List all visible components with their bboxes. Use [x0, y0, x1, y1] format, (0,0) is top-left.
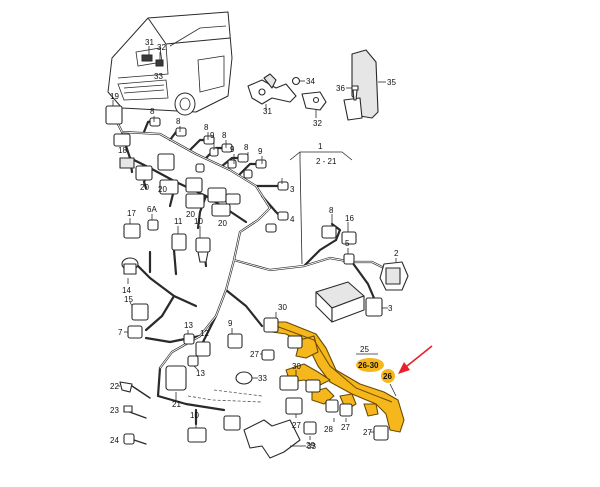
dashed-references	[187, 389, 263, 403]
callout-25: 25	[360, 345, 369, 354]
callout-upper-j: 4	[290, 215, 295, 224]
callout-26-30: 26-30	[358, 361, 379, 370]
callout-20c: 20	[186, 210, 195, 219]
ecu-module	[315, 281, 365, 323]
connector-17	[123, 218, 141, 239]
callout-20a: 20	[140, 183, 149, 192]
callout-31: 31	[263, 107, 272, 116]
callout-32: 32	[313, 119, 322, 128]
callout-15: 15	[124, 295, 133, 304]
callout-30b: 30	[292, 362, 301, 371]
connector-12	[195, 338, 211, 357]
callout-18: 18	[118, 146, 127, 155]
callout-upper-h: 9	[258, 147, 263, 156]
callout-32-van: 32	[157, 43, 166, 52]
van-illustration	[107, 11, 233, 116]
callout-3: 3	[388, 304, 393, 313]
clip-5	[343, 248, 355, 265]
relay-15	[129, 301, 149, 321]
callout-16: 16	[345, 214, 354, 223]
callout-27d: 27	[363, 428, 372, 437]
callout-34: 34	[306, 77, 315, 86]
callout-33c: 33	[307, 442, 316, 451]
callout-upper-i: 3	[290, 185, 295, 194]
branch-right-upper	[321, 214, 357, 245]
callout-upper-c: 8	[204, 123, 209, 132]
callout-6a: 6A	[147, 205, 157, 214]
connector-2	[379, 258, 409, 291]
red-indicator-arrow	[398, 345, 433, 374]
connector-11	[171, 226, 187, 251]
callout-11: 11	[174, 217, 183, 226]
sensor-10	[195, 226, 211, 263]
clip-22	[118, 381, 151, 399]
connector-10-lower	[187, 420, 207, 443]
callout-31-van: 31	[145, 38, 154, 47]
callout-28: 28	[324, 425, 333, 434]
bracket-lower	[243, 419, 306, 459]
callout-upper-a: 8	[150, 107, 155, 116]
callout-20d: 20	[218, 219, 227, 228]
callout-2: 2	[394, 249, 399, 258]
callout-upper-e: 8	[222, 131, 227, 140]
callout-21: 21	[172, 400, 181, 409]
group-bracket-1	[289, 151, 353, 265]
bracket-31	[247, 73, 297, 110]
callout-upper-g: 8	[244, 143, 249, 152]
grommet-24	[123, 433, 147, 445]
callout-27c: 27	[341, 423, 350, 432]
harness-26-connectors	[260, 312, 389, 441]
leaders-upper	[112, 100, 283, 184]
callout-22: 22	[110, 382, 119, 391]
callout-35: 35	[387, 78, 396, 87]
callout-17: 17	[127, 209, 136, 218]
connector-7	[124, 325, 143, 339]
callout-33: 33	[154, 72, 163, 81]
connector-3	[365, 297, 388, 317]
callout-27a: 27	[250, 350, 259, 359]
callout-upper-d: 9	[210, 131, 215, 140]
callout-30a: 30	[278, 303, 287, 312]
callout-5: 5	[345, 239, 350, 248]
callout-12: 12	[200, 329, 209, 338]
callout-14: 14	[122, 286, 131, 295]
callout-1: 1	[318, 142, 323, 151]
screw-36	[346, 85, 359, 101]
connector-13b	[187, 355, 199, 371]
callout-upper-b: 8	[176, 117, 181, 126]
connector-6a	[147, 214, 159, 231]
clip-34	[291, 76, 305, 86]
bracket-35	[343, 49, 386, 121]
callout-9: 9	[228, 319, 233, 328]
callout-36: 36	[336, 84, 345, 93]
callout-10a: 10	[194, 217, 203, 226]
callout-19: 19	[110, 92, 119, 101]
callout-29: 29	[306, 441, 315, 450]
connectors-upper-cluster	[105, 105, 289, 233]
callout-23: 23	[110, 406, 119, 415]
group-bracket-25	[356, 353, 384, 372]
unit-21	[165, 365, 187, 400]
callout-8c: 8	[329, 206, 334, 215]
sensor-33-lower	[235, 371, 258, 385]
callout-upper-f: 9	[230, 145, 235, 154]
callout-20b: 20	[158, 185, 167, 194]
callout-7: 7	[118, 328, 123, 337]
callout-27b: 27	[292, 421, 301, 430]
callout-13a: 13	[184, 321, 193, 330]
sensor-14	[121, 257, 139, 284]
connector-lower-mid	[223, 415, 241, 431]
callout-13b: 13	[196, 369, 205, 378]
callout-26: 26	[383, 372, 392, 381]
tie-23	[123, 405, 147, 419]
callout-1-range: 2 - 21	[316, 157, 337, 166]
callout-24: 24	[110, 436, 119, 445]
bracket-32	[301, 91, 327, 118]
callout-26-badge	[381, 369, 397, 397]
connector-13a	[183, 330, 195, 345]
callout-10b: 10	[190, 411, 199, 420]
connector-9	[227, 328, 243, 349]
callout-33b: 33	[258, 374, 267, 383]
